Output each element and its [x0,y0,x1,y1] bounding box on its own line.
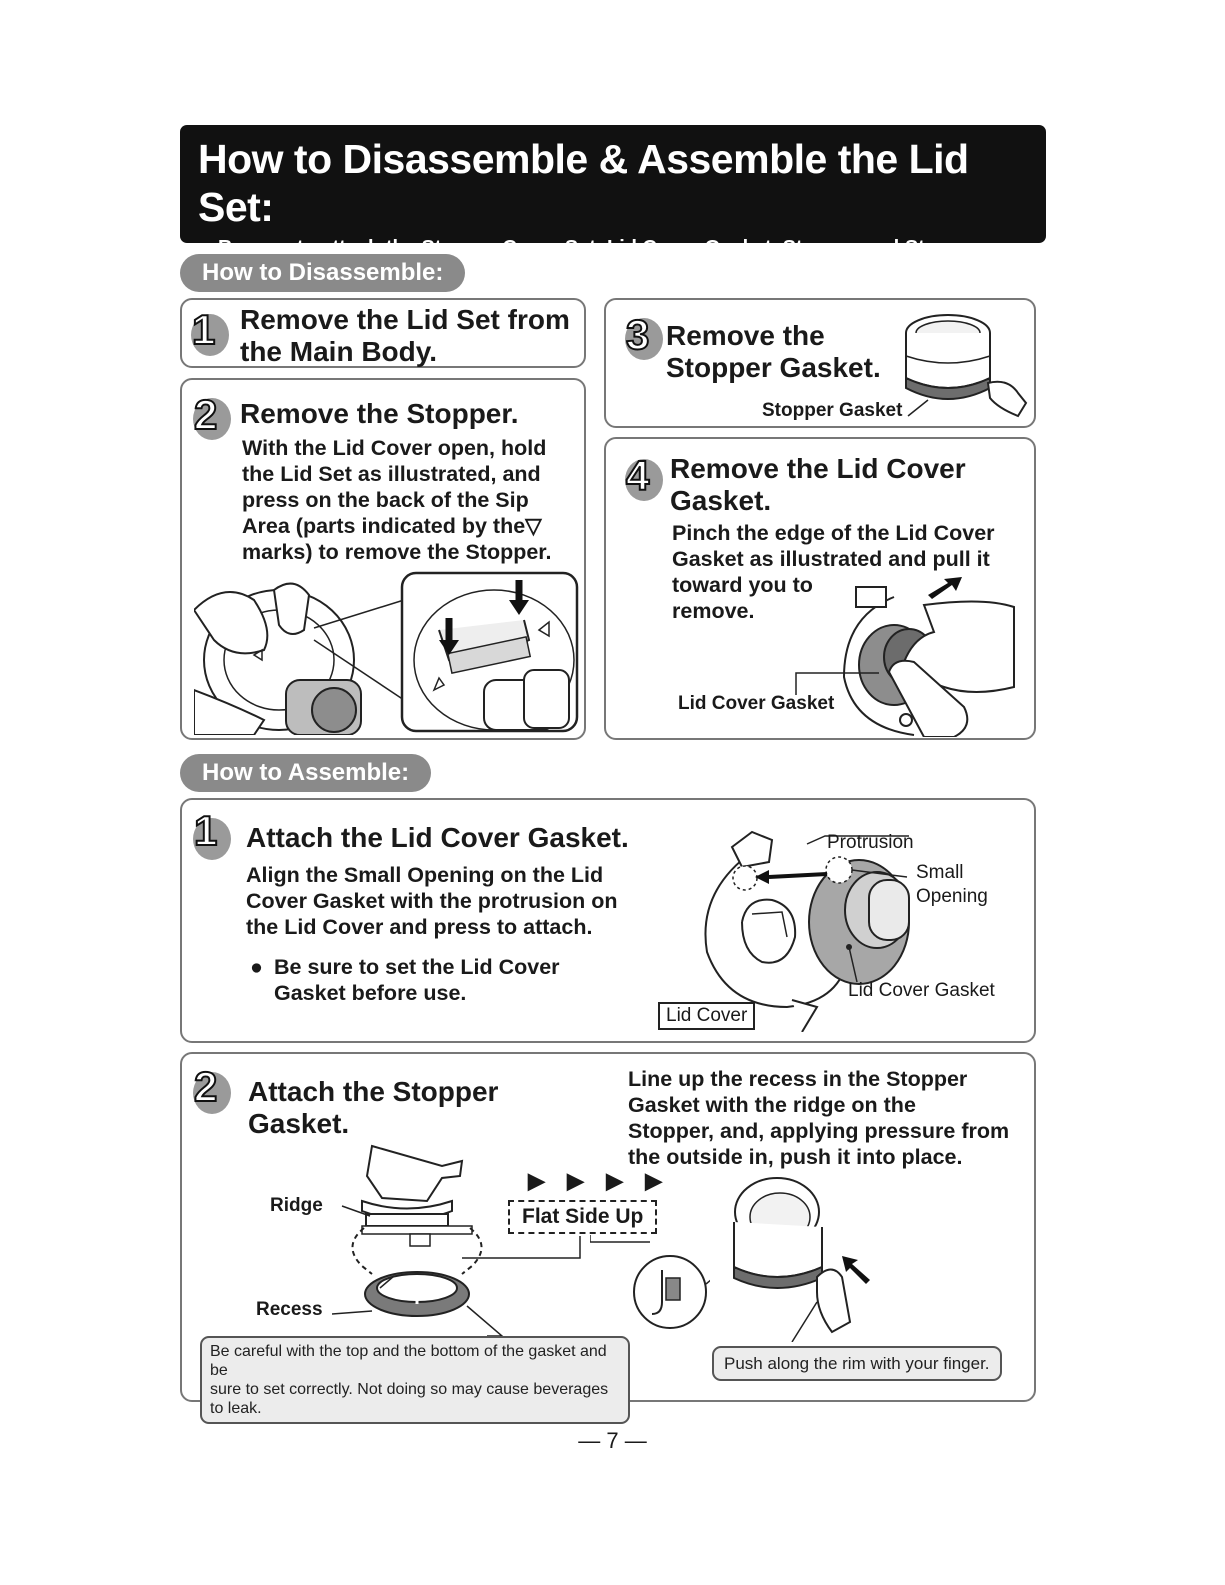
step-title-line: Stopper Gasket. [666,352,881,383]
body-line: Pinch the edge of the Lid Cover [672,521,995,545]
callout-ridge: Ridge [270,1195,323,1216]
callout-line: Small [916,862,964,883]
callout-protrusion: Protrusion [827,832,914,853]
step-body: With the Lid Cover open, hold the Lid Se… [242,435,551,565]
stopper-gasket-assembly-illustration [332,1144,581,1336]
body-line: Line up the recess in the Stopper [628,1067,968,1091]
step-number-badge [193,818,231,860]
step-title: Remove the Lid Set from the Main Body. [240,304,570,368]
stopper-push-illustration [733,1177,870,1342]
step-number-badge [191,314,229,356]
lid-cover-gasket-attach-illustration [704,830,910,1032]
body-line: Stopper, and, applying pressure from [628,1119,1010,1143]
lid-cover-gasket-removal-illustration [842,577,1015,737]
body-line: the Lid Set as illustrated, and [242,462,541,486]
step-title-line: Remove the [666,320,825,351]
bullet-line: Gasket before use. [274,981,467,1005]
flat-side-up-label: Flat Side Up [508,1200,658,1234]
bullet-line: Be sure to set the Lid Cover [274,955,560,979]
callout-small-opening: Small Opening [916,861,988,909]
section-label-assemble: How to Assemble: [180,754,432,792]
gasket-cross-section-illustration [590,1235,710,1329]
leader-line [795,672,879,695]
body-line: the Lid Cover and press to attach. [246,915,593,939]
disassemble-step1-panel: 1 Remove the Lid Set from the Main Body. [180,298,586,368]
step-title-line: Attach the Stopper [248,1076,499,1107]
step-number: 1 [193,806,218,855]
step-title: Remove the Stopper Gasket. [666,320,881,384]
body-line: With the Lid Cover open, hold [242,436,547,460]
step-number-badge [193,398,231,440]
header-note-line: Be sure to attach the Stopper Cover Set,… [218,237,981,259]
callout-lid-cover-gasket: Lid Cover Gasket [848,980,995,1001]
step-title-line: Remove the Lid Set from [240,304,570,335]
step-number-badge [625,459,663,501]
step-title-line: Gasket. [670,485,772,516]
body-line: Align the Small Opening on the Lid [246,863,604,887]
step-body: Align the Small Opening on the Lid Cover… [246,862,618,940]
direction-arrows: ▶ ▶ ▶ ▶ [528,1168,671,1193]
body-line: Area (parts indicated by the▽ [242,514,542,538]
callout-lid-cover-gasket: Lid Cover Gasket [678,693,835,714]
disassemble-step4-panel: 4 Remove the Lid Cover Gasket. Pinch the… [604,437,1036,740]
section-label-disassemble: How to Disassemble: [180,254,466,292]
assemble-step1-panel: 1 Attach the Lid Cover Gasket. Align the… [180,798,1036,1043]
step-title: Remove the Stopper. [240,398,519,429]
step-title-line: Remove the Lid Cover [670,453,966,484]
step-title-line: Gasket. [248,1108,350,1139]
step-title: Attach the Lid Cover Gasket. [246,822,629,853]
body-line: the outside in, push it into place. [628,1145,963,1169]
disassemble-step2-panel: 2 Remove the Stopper. With the Lid Cover… [180,378,586,740]
page-title: How to Disassemble & Assemble the Lid Se… [198,136,969,230]
body-line: Cover Gasket with the protrusion on [246,889,618,913]
note-line: sure to set correctly. Not doing so may … [210,1381,609,1417]
step-body: Pinch the edge of the Lid Cover Gasket a… [672,520,995,624]
body-line: Gasket with the ridge on the [628,1093,916,1117]
body-line: marks) to remove the Stopper. [242,540,552,564]
note-line: Be careful with the top and the bottom o… [210,1343,607,1379]
step-number: 1 [191,305,216,354]
caution-note: Be careful with the top and the bottom o… [200,1336,630,1424]
callout-stopper-gasket: Stopper Gasket [762,400,903,421]
stopper-removal-illustration [194,571,579,735]
disassemble-step3-panel: 3 Remove the Stopper Gasket. Stopper Gas… [604,298,1036,428]
body-line: toward you to [672,573,813,597]
step-number-badge [625,318,663,360]
page-number: — 7 — [578,1428,647,1453]
step-title: Remove the Lid Cover Gasket. [670,453,966,517]
push-rim-note: Push along the rim with your finger. [712,1346,1002,1381]
body-line: press on the back of the Sip [242,488,529,512]
assemble-step2-panel: 2 Attach the Stopper Gasket. Line up the… [180,1052,1036,1424]
step-title: Attach the Stopper Gasket. [248,1076,498,1140]
bullet-note: ● Be sure to set the Lid Cover Gasket be… [250,954,560,1006]
step-number: 3 [625,310,650,359]
step-number: 4 [625,451,650,500]
bullet-dot: ● [198,237,211,259]
step-body: Line up the recess in the Stopper Gasket… [628,1066,1009,1170]
step-number: 2 [193,1062,218,1111]
callout-recess: Recess [256,1299,323,1320]
step-number-badge [193,1072,231,1114]
callout-line: Opening [916,886,988,907]
step-number: 2 [193,390,218,439]
step-title-line: the Main Body. [240,336,438,367]
stopper-gasket-illustration [905,314,1028,418]
body-line: remove. [672,599,755,623]
callout-lid-cover: Lid Cover [658,1002,756,1030]
bullet-dot: ● [250,955,263,979]
body-line: Gasket as illustrated and pull it [672,547,990,571]
header-banner: How to Disassemble & Assemble the Lid Se… [180,125,1046,283]
